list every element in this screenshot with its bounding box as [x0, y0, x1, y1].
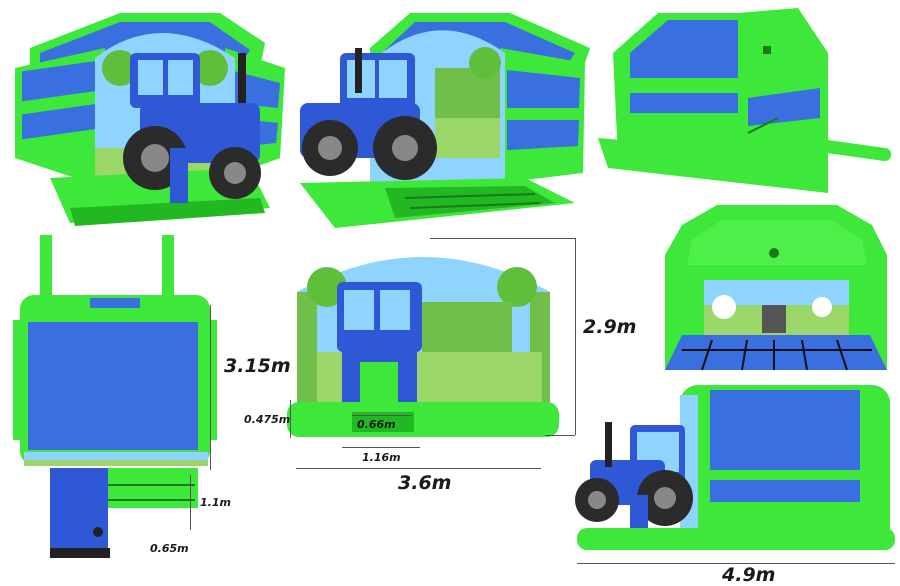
entrance-width-dimension-label: 0.66m — [357, 418, 396, 431]
top-plan-view — [10, 230, 220, 585]
height-dimension-label: 2.9m — [583, 316, 637, 338]
height-dim-bottom — [545, 435, 575, 436]
width-dim-horizontal — [296, 468, 541, 469]
side-perspective-view — [295, 8, 595, 233]
depth-top-dimension-line — [210, 305, 211, 470]
height-dim-vertical — [575, 238, 576, 435]
rear-perspective-view — [598, 8, 898, 208]
platform-height-dimension-label: 0.475m — [244, 413, 291, 426]
front-width-dimension-label: 1.16m — [362, 451, 401, 464]
ramp-length-dimension-label: 1.1m — [200, 496, 231, 509]
front-elevation-view — [282, 232, 562, 442]
length-dimension-line — [577, 563, 895, 564]
entrance-dim-horizontal — [352, 415, 412, 416]
width-dimension-label: 3.6m — [398, 472, 452, 494]
depth-top-dimension-label: 3.15m — [224, 355, 291, 377]
height-dim-top — [430, 238, 575, 239]
interior-back-wall-view — [662, 205, 890, 375]
side-elevation-view — [575, 380, 897, 555]
platform-dim-vertical — [290, 400, 291, 438]
ramp-width-dimension-label: 0.65m — [150, 542, 189, 555]
ramp-length-dimension-line — [190, 475, 191, 530]
front-perspective-view — [10, 8, 290, 233]
length-dimension-label: 4.9m — [722, 564, 776, 586]
front-width-dim-horizontal — [342, 447, 420, 448]
